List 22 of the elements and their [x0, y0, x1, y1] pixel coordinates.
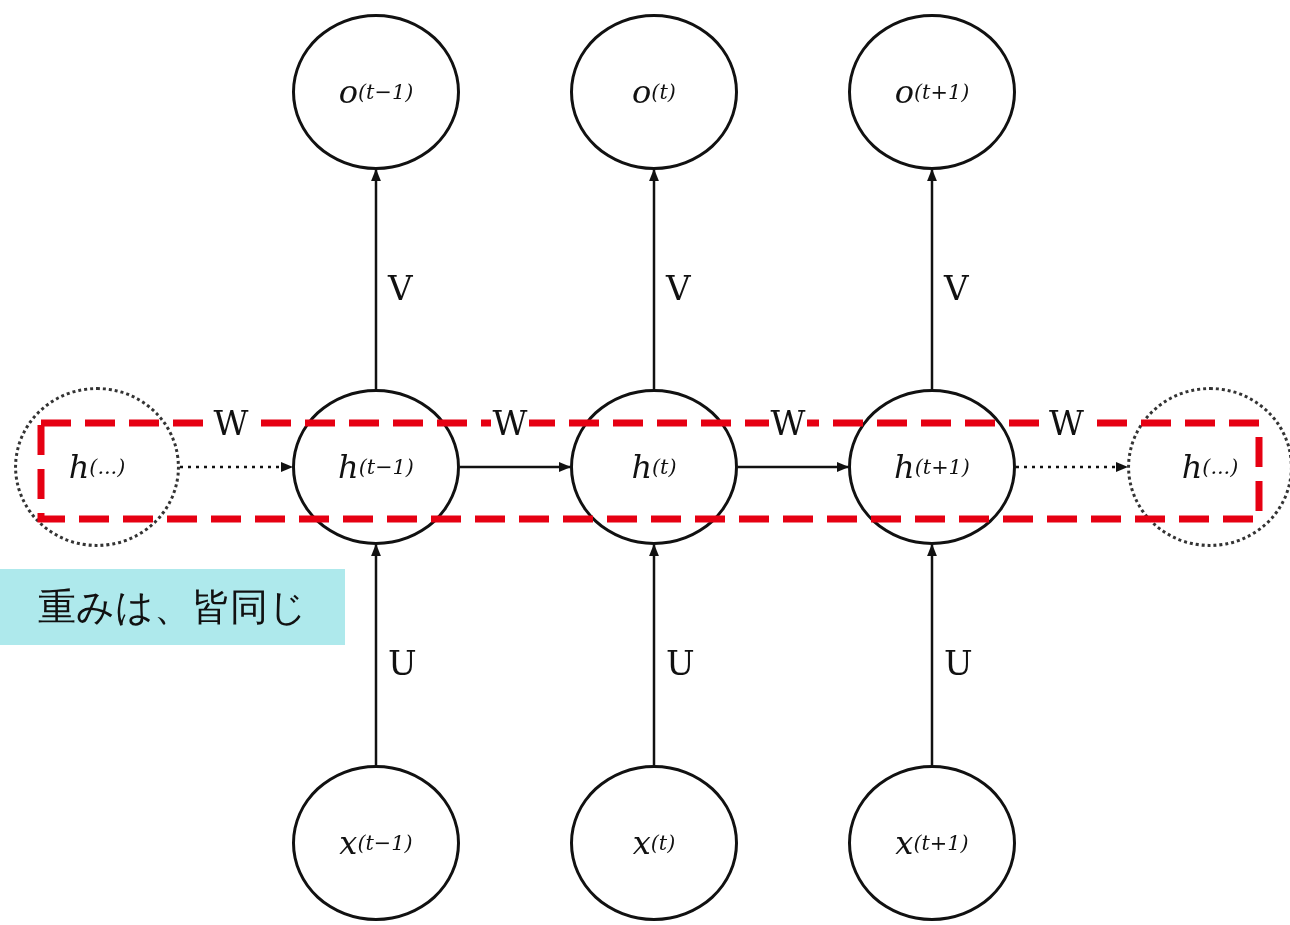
arrow: [460, 462, 572, 472]
note-box: 重みは、皆同じ: [0, 569, 345, 645]
arrow: [649, 543, 659, 765]
arrow: [927, 543, 937, 765]
arrow: [371, 543, 381, 765]
state-circle: o$^{(t−1)}$: [292, 14, 460, 170]
state-circle: h$^{(t)}$: [570, 389, 738, 545]
dotted-state-circle: h$^{(...)}$: [1127, 387, 1290, 547]
arrow: [649, 168, 659, 389]
arrow: [1016, 462, 1129, 472]
state-circle: h$^{(t+1)}$: [848, 389, 1016, 545]
arrow: [738, 462, 850, 472]
state-circle: h$^{(t−1)}$: [292, 389, 460, 545]
state-circle: x$^{(t)}$: [570, 765, 738, 921]
dotted-state-circle: h$^{(...)}$: [14, 387, 180, 547]
arrow: [180, 462, 294, 472]
arrow: [371, 168, 381, 389]
state-circle: o$^{(t)}$: [570, 14, 738, 170]
arrow: [927, 168, 937, 389]
state-circle: o$^{(t+1)}$: [848, 14, 1016, 170]
state-circle: x$^{(t+1)}$: [848, 765, 1016, 921]
state-circle: x$^{(t−1)}$: [292, 765, 460, 921]
